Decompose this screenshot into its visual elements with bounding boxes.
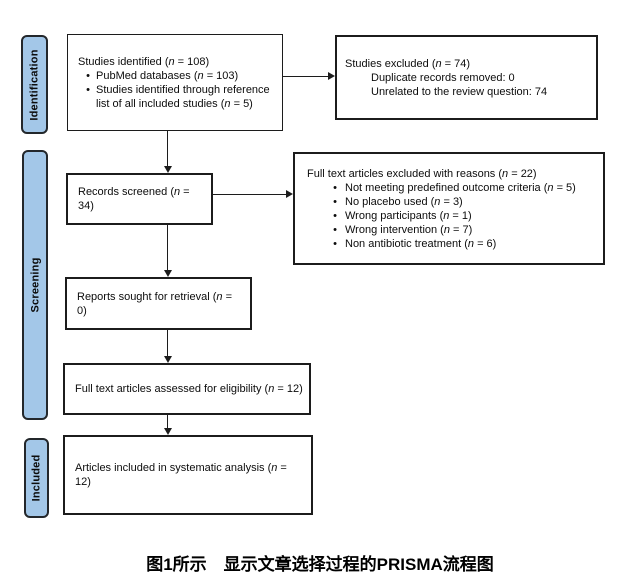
studies-excluded-title: Studies excluded (n = 74) xyxy=(345,57,471,70)
fulltext-excluded-bullet-4-text: Wrong intervention (n = 7) xyxy=(345,223,473,236)
stage-tab-screening: Screening xyxy=(22,150,48,420)
stage-label-included: Included xyxy=(30,454,43,502)
fulltext-excluded-bullet-3: • Wrong participants (n = 1) xyxy=(295,209,603,223)
bullet-icon: • xyxy=(333,181,337,194)
arrowhead-down-icon xyxy=(164,356,172,363)
box-studies-identified: Studies identified (n = 108) • PubMed da… xyxy=(67,34,283,131)
fulltext-excluded-bullet-1: • Not meeting predefined outcome criteri… xyxy=(295,181,603,195)
bullet-icon: • xyxy=(333,237,337,250)
box-articles-included: Articles included in systematic analysis… xyxy=(63,435,313,515)
box-fulltext-assessed: Full text articles assessed for eligibil… xyxy=(63,363,311,415)
studies-identified-bullet-2-text: Studies identified through reference lis… xyxy=(96,83,270,110)
stage-label-screening: Screening xyxy=(29,257,41,313)
arrowhead-right-icon xyxy=(286,190,293,198)
figure-caption: 图1所示 显示文章选择过程的PRISMA流程图 xyxy=(146,555,494,574)
fulltext-excluded-title: Full text articles excluded with reasons… xyxy=(307,167,537,180)
studies-excluded-line-2: Unrelated to the review question: 74 xyxy=(371,85,548,98)
fulltext-excluded-bullet-5: • Non antibiotic treatment (n = 6) xyxy=(295,237,603,251)
box-records-screened: Records screened (n = 34) xyxy=(66,173,213,225)
bullet-icon: • xyxy=(333,195,337,208)
stage-label-identification: Identification xyxy=(28,48,41,121)
bullet-icon: • xyxy=(333,209,337,222)
bullet-icon: • xyxy=(86,83,90,96)
articles-included-title: Articles included in systematic analysis… xyxy=(75,462,287,488)
records-screened-title: Records screened (n = 34) xyxy=(78,186,190,212)
bullet-icon: • xyxy=(86,69,90,82)
fulltext-excluded-bullet-3-text: Wrong participants (n = 1) xyxy=(345,209,472,222)
bullet-icon: • xyxy=(333,223,337,236)
stage-tab-identification: Identification xyxy=(21,35,48,134)
box-reports-sought: Reports sought for retrieval (n = 0) xyxy=(65,277,252,330)
studies-identified-bullet-1: • PubMed databases (n = 103) xyxy=(68,69,282,83)
arrowhead-right-icon xyxy=(328,72,335,80)
arrowhead-down-icon xyxy=(164,428,172,435)
fulltext-excluded-bullet-4: • Wrong intervention (n = 7) xyxy=(295,223,603,237)
box-studies-excluded: Studies excluded (n = 74) Duplicate reco… xyxy=(335,35,598,120)
stage-tab-included: Included xyxy=(24,438,49,518)
studies-identified-bullet-2: • Studies identified through reference l… xyxy=(68,83,282,111)
studies-identified-title: Studies identified (n = 108) xyxy=(78,55,210,68)
arrowhead-down-icon xyxy=(164,166,172,173)
fulltext-excluded-bullet-1-text: Not meeting predefined outcome criteria … xyxy=(345,181,576,194)
arrowhead-down-icon xyxy=(164,270,172,277)
box-fulltext-excluded: Full text articles excluded with reasons… xyxy=(293,152,605,265)
fulltext-assessed-title: Full text articles assessed for eligibil… xyxy=(75,383,303,395)
fulltext-excluded-bullet-5-text: Non antibiotic treatment (n = 6) xyxy=(345,237,497,250)
studies-identified-bullet-1-text: PubMed databases (n = 103) xyxy=(96,69,239,82)
fulltext-excluded-bullet-2: • No placebo used (n = 3) xyxy=(295,195,603,209)
fulltext-excluded-bullet-2-text: No placebo used (n = 3) xyxy=(345,195,463,208)
studies-excluded-line-1: Duplicate records removed: 0 xyxy=(371,71,515,84)
reports-sought-title: Reports sought for retrieval (n = 0) xyxy=(77,290,232,317)
